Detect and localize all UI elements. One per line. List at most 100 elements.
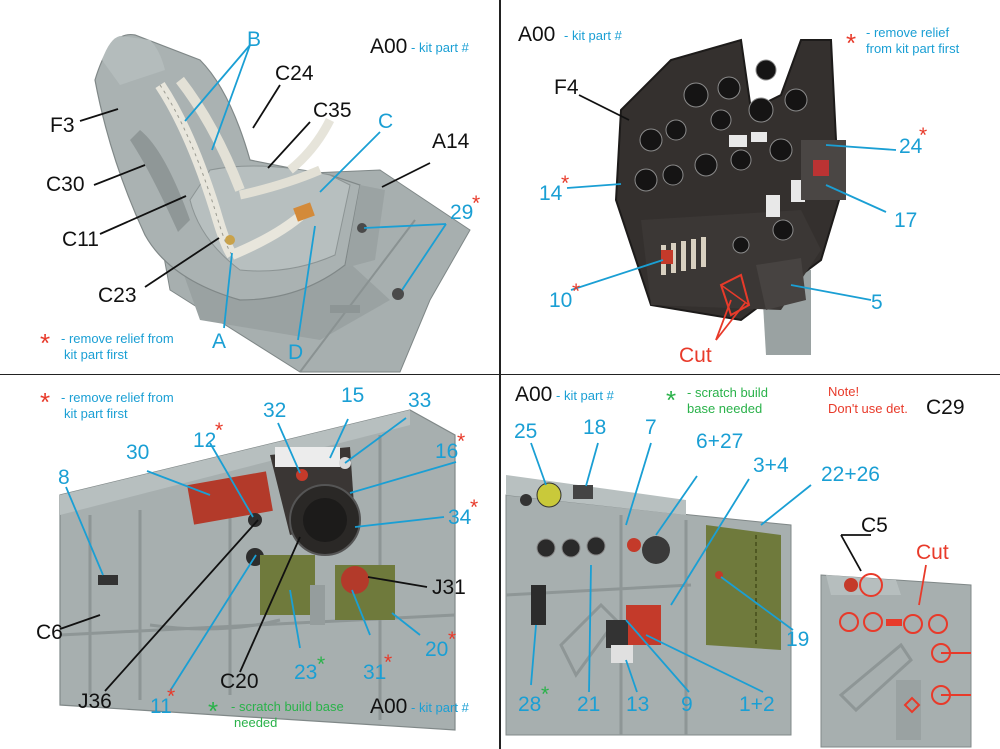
label-c20: C20	[220, 670, 259, 693]
label-18: 18	[583, 416, 606, 439]
label-c24: C24	[275, 62, 314, 85]
horizontal-divider	[0, 374, 1000, 375]
right-note-line-2: Don't use det.	[828, 401, 908, 416]
left-leader-lines	[59, 417, 457, 692]
label-21: 21	[577, 693, 600, 716]
instrument-panel: A00 - kit part # * - remove relief from …	[501, 0, 1000, 374]
panel-note-line-1: - remove relief	[866, 25, 949, 40]
label-c: C	[378, 110, 393, 133]
instrument-panel-illustration	[614, 38, 846, 355]
label-6-27: 6+27	[696, 430, 743, 453]
left-note-line-2: kit part first	[64, 406, 128, 421]
label-d: D	[288, 341, 303, 364]
note-line-2: kit part first	[64, 347, 128, 362]
right-kit-part-code: A00	[515, 383, 552, 406]
label-28: 28	[518, 693, 541, 716]
panel-kit-part-suffix: - kit part #	[564, 28, 623, 43]
right-scratch-line-1: - scratch build	[687, 385, 768, 400]
left-kit-part-code: A00	[370, 695, 407, 718]
seat-illustration	[94, 33, 471, 373]
asterisk-24: *	[919, 124, 927, 147]
panel-leader-lines	[566, 94, 897, 341]
label-a: A	[212, 330, 226, 353]
label-c11: C11	[62, 228, 99, 251]
right-kit-part-suffix: - kit part #	[556, 388, 615, 403]
label-8: 8	[58, 466, 70, 489]
label-c35: C35	[313, 99, 352, 122]
right-note-part: C29	[926, 396, 965, 419]
cut-label: Cut	[679, 344, 712, 367]
right-side-illustration	[505, 475, 972, 748]
label-24: 24	[899, 135, 923, 158]
label-31: 31	[363, 661, 386, 684]
label-23: 23	[294, 661, 317, 684]
label-f4: F4	[554, 76, 579, 99]
right-scratch-line-2: base needed	[687, 401, 762, 416]
asterisk-12: *	[215, 419, 223, 442]
right-scratch-asterisk: *	[666, 385, 676, 415]
panel-kit-part-code: A00	[518, 23, 555, 46]
label-34: 34	[448, 506, 472, 529]
note-line-1: - remove relief from	[61, 331, 174, 346]
right-note-line-1: Note!	[828, 384, 859, 399]
seat-leader-lines	[79, 44, 447, 341]
panel-note-line-2: from kit part first	[866, 41, 960, 56]
label-12: 12	[193, 429, 216, 452]
left-side-panel: * - remove relief from kit part first 12…	[0, 375, 499, 749]
label-14: 14	[539, 182, 563, 205]
label-30: 30	[126, 441, 149, 464]
note-asterisk: *	[40, 328, 50, 358]
label-j31: J31	[432, 576, 466, 599]
cut-detail-inset	[820, 573, 972, 748]
label-c5: C5	[861, 514, 888, 537]
asterisk-10: *	[572, 280, 580, 303]
right-leader-lines	[530, 442, 927, 693]
seat-kit-part-suffix: - kit part #	[411, 40, 470, 55]
label-10: 10	[549, 289, 572, 312]
label-7: 7	[645, 416, 657, 439]
label-j36: J36	[78, 690, 112, 713]
left-kit-part-suffix: - kit part #	[411, 700, 470, 715]
asterisk-29: *	[472, 192, 480, 215]
label-19: 19	[786, 628, 809, 651]
label-9: 9	[681, 693, 693, 716]
left-scratch-asterisk: *	[208, 696, 218, 726]
left-note-line-1: - remove relief from	[61, 390, 174, 405]
seat-panel: A00 - kit part # F3 C24 C35 A14 C30 C11 …	[0, 0, 499, 374]
label-b: B	[247, 28, 261, 51]
label-c30: C30	[46, 173, 85, 196]
label-15: 15	[341, 384, 364, 407]
right-side-panel: A00 - kit part # * - scratch build base …	[501, 375, 1000, 749]
label-22-26: 22+26	[821, 463, 880, 486]
panel-note-asterisk: *	[846, 28, 856, 58]
label-13: 13	[626, 693, 649, 716]
asterisk-20: *	[448, 628, 456, 651]
asterisk-28: *	[541, 683, 549, 706]
label-3-4: 3+4	[753, 454, 789, 477]
label-c23: C23	[98, 284, 137, 307]
asterisk-11: *	[167, 685, 175, 708]
label-17: 17	[894, 209, 917, 232]
label-5: 5	[871, 291, 883, 314]
left-scratch-line-1: - scratch build base	[231, 699, 344, 714]
asterisk-31: *	[384, 651, 392, 674]
left-scratch-line-2: needed	[234, 715, 277, 730]
label-1-2: 1+2	[739, 693, 775, 716]
label-33: 33	[408, 389, 431, 412]
label-25: 25	[514, 420, 537, 443]
label-32: 32	[263, 399, 286, 422]
asterisk-16: *	[457, 430, 465, 453]
label-16: 16	[435, 440, 458, 463]
inset-cut-label: Cut	[916, 541, 949, 564]
asterisk-23: *	[317, 653, 325, 676]
label-a14: A14	[432, 130, 470, 153]
label-f3: F3	[50, 114, 75, 137]
label-c6: C6	[36, 621, 63, 644]
asterisk-34: *	[470, 496, 478, 519]
asterisk-14: *	[561, 172, 569, 195]
left-note-asterisk: *	[40, 387, 50, 417]
label-11: 11	[150, 695, 172, 718]
label-29: 29	[450, 201, 473, 224]
label-20: 20	[425, 638, 448, 661]
left-side-illustration	[59, 409, 456, 731]
